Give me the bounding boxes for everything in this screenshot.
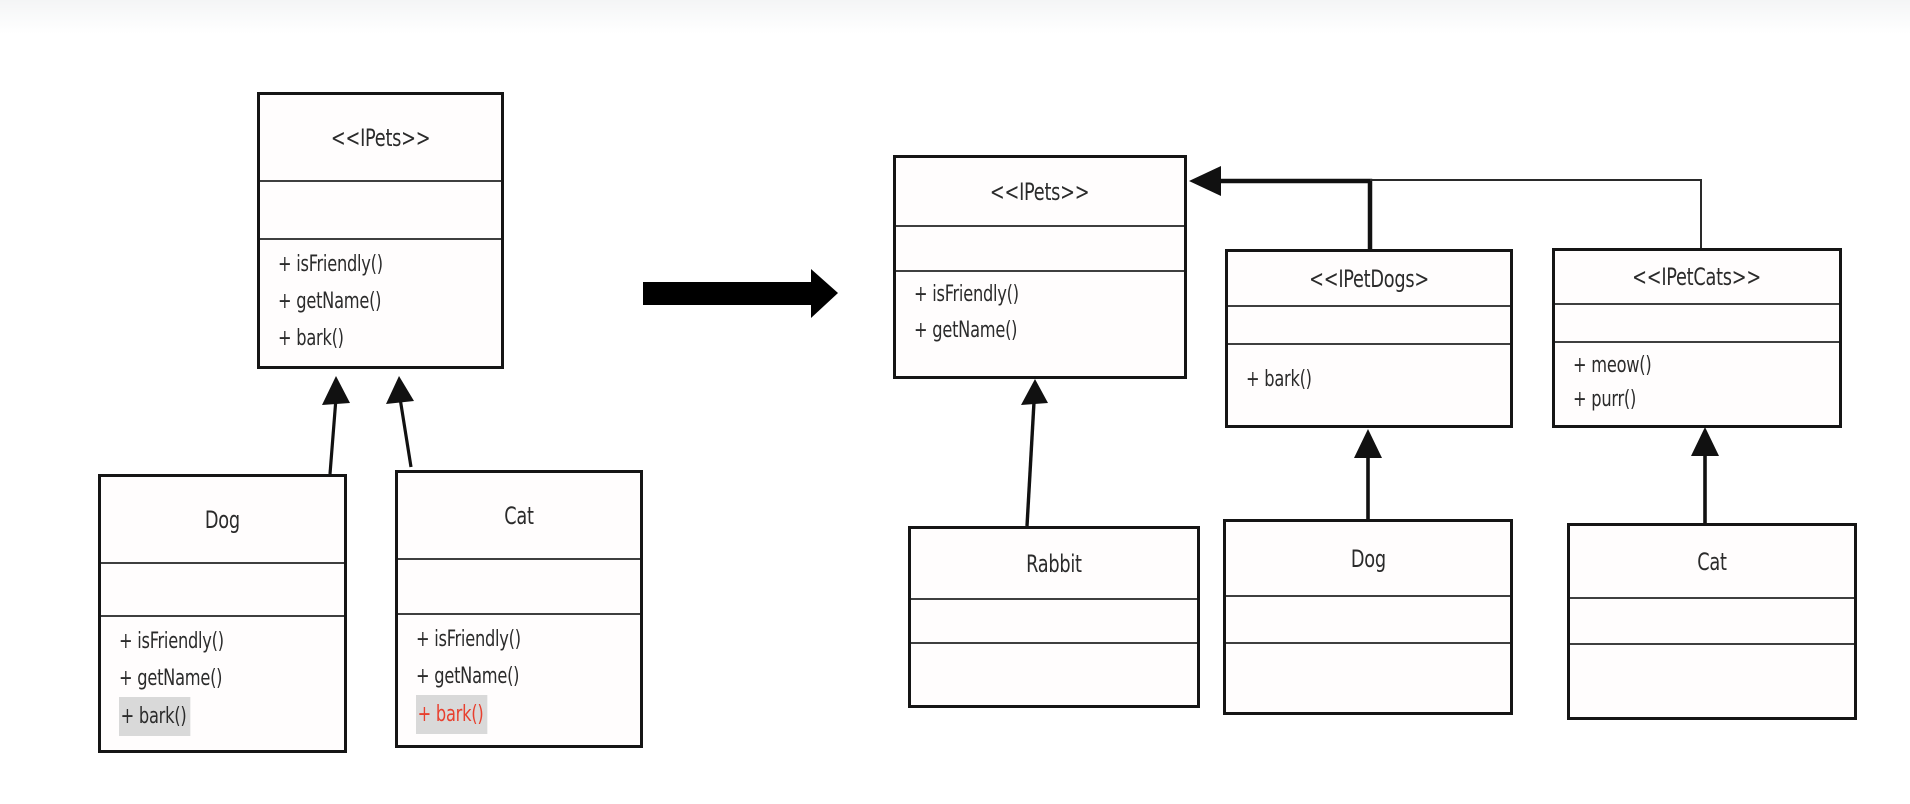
method-line: + purr() (1573, 383, 1839, 417)
class-title: Rabbit (911, 529, 1197, 598)
method-text: + isFriendly() (914, 282, 1019, 307)
attributes-section-empty (896, 227, 1184, 270)
attributes-section-empty (260, 182, 501, 238)
class-title-text: Cat (504, 501, 534, 530)
method-line: + isFriendly() (278, 246, 501, 283)
method-line: + bark() (278, 320, 501, 357)
attributes-section-empty (1555, 305, 1839, 341)
method-line: + isFriendly() (416, 621, 640, 658)
class-box-dog-before: Dog + isFriendly() + getName() + bark() (98, 474, 347, 753)
method-line: + meow() (1573, 349, 1839, 383)
class-title: Cat (1570, 526, 1854, 597)
attributes-section-empty (911, 600, 1197, 642)
class-title-text: Cat (1697, 547, 1727, 576)
generalization-arrow-rabbit-to-ipets (1021, 379, 1048, 527)
method-line-violation: + bark() (416, 695, 640, 734)
class-title-text: Dog (1350, 544, 1386, 573)
methods-section: + isFriendly() + getName() + bark() (260, 240, 501, 357)
uml-divider (398, 613, 640, 615)
uml-divider (1570, 597, 1854, 599)
class-title: Dog (101, 477, 344, 562)
methods-section: + isFriendly() + getName() (896, 272, 1184, 349)
class-box-ipetdogs: <<IPetDogs> + bark() (1225, 249, 1513, 428)
method-text: + bark() (278, 326, 344, 351)
uml-divider (911, 598, 1197, 600)
attributes-section-empty (398, 560, 640, 613)
method-text: + getName() (278, 289, 382, 314)
uml-divider (911, 642, 1197, 644)
generalization-arrow-dog-to-ipets-before (322, 376, 350, 475)
method-text: + getName() (416, 664, 520, 689)
attributes-section-empty (1226, 597, 1510, 642)
uml-divider (1228, 343, 1510, 345)
attributes-section-empty (1570, 599, 1854, 643)
method-text: + isFriendly() (416, 627, 521, 652)
class-title-text: <<IPetDogs> (1309, 264, 1429, 293)
uml-divider (1555, 303, 1839, 305)
extension-arrow-ipetdogs-to-ipets (1189, 166, 1373, 249)
method-text: + getName() (119, 666, 223, 691)
uml-divider (1226, 642, 1510, 644)
class-title-text: <<IPets>> (990, 177, 1090, 206)
generalization-arrow-cat-to-ipetcats (1691, 427, 1719, 523)
class-title: Dog (1226, 522, 1510, 595)
class-title: <<IPetDogs> (1228, 252, 1510, 305)
methods-section: + bark() (1228, 345, 1510, 395)
attributes-section-empty (101, 564, 344, 615)
uml-divider (260, 180, 501, 182)
method-line: + getName() (416, 658, 640, 695)
uml-divider (398, 558, 640, 560)
class-title-text: Dog (205, 505, 240, 534)
method-text-violation: + bark() (416, 695, 488, 734)
generalization-arrow-cat-to-ipets-before (386, 376, 414, 468)
methods-section: + meow() + purr() (1555, 343, 1839, 417)
method-text: + isFriendly() (119, 629, 224, 654)
method-line: + getName() (278, 283, 501, 320)
generalization-arrow-dog-to-ipetdogs (1354, 429, 1382, 519)
class-box-rabbit: Rabbit (908, 526, 1200, 708)
class-box-dog-after: Dog (1223, 519, 1513, 715)
class-title-text: Rabbit (1026, 549, 1082, 578)
uml-divider (101, 615, 344, 617)
attributes-section-empty (1228, 307, 1510, 343)
extension-line-ipetcats-to-ipets (1370, 179, 1702, 248)
class-title: Cat (398, 473, 640, 558)
method-line: + isFriendly() (119, 623, 344, 660)
method-text: + getName() (914, 318, 1018, 343)
class-title: <<IPets>> (896, 158, 1184, 225)
uml-divider (1555, 341, 1839, 343)
method-line: + bark() (1246, 365, 1510, 395)
uml-divider (101, 562, 344, 564)
uml-divider (896, 270, 1184, 272)
method-line-highlighted: + bark() (119, 697, 344, 736)
uml-divider (1226, 595, 1510, 597)
uml-divider (896, 225, 1184, 227)
class-title: <<IPets>> (260, 95, 501, 180)
uml-divider (1228, 305, 1510, 307)
uml-divider (260, 238, 501, 240)
uml-divider (1570, 643, 1854, 645)
class-box-cat-before: Cat + isFriendly() + getName() + bark() (395, 470, 643, 748)
transform-arrow (643, 269, 838, 318)
class-box-ipets-before: <<IPets>> + isFriendly() + getName() + b… (257, 92, 504, 369)
class-title-text: <<IPets>> (330, 123, 431, 152)
class-box-ipets-after: <<IPets>> + isFriendly() + getName() (893, 155, 1187, 379)
method-text-highlighted: + bark() (119, 697, 191, 736)
class-box-cat-after: Cat (1567, 523, 1857, 720)
class-title: <<IPetCats>> (1555, 251, 1839, 303)
methods-section: + isFriendly() + getName() + bark() (398, 615, 640, 734)
method-text: + bark() (1246, 367, 1312, 392)
methods-section: + isFriendly() + getName() + bark() (101, 617, 344, 736)
method-line: + getName() (914, 313, 1184, 349)
method-text: + purr() (1573, 387, 1637, 412)
method-line: + isFriendly() (914, 277, 1184, 313)
method-text: + meow() (1573, 353, 1652, 378)
method-line: + getName() (119, 660, 344, 697)
method-text: + isFriendly() (278, 252, 383, 277)
class-box-ipetcats: <<IPetCats>> + meow() + purr() (1552, 248, 1842, 428)
class-title-text: <<IPetCats>> (1632, 263, 1762, 291)
